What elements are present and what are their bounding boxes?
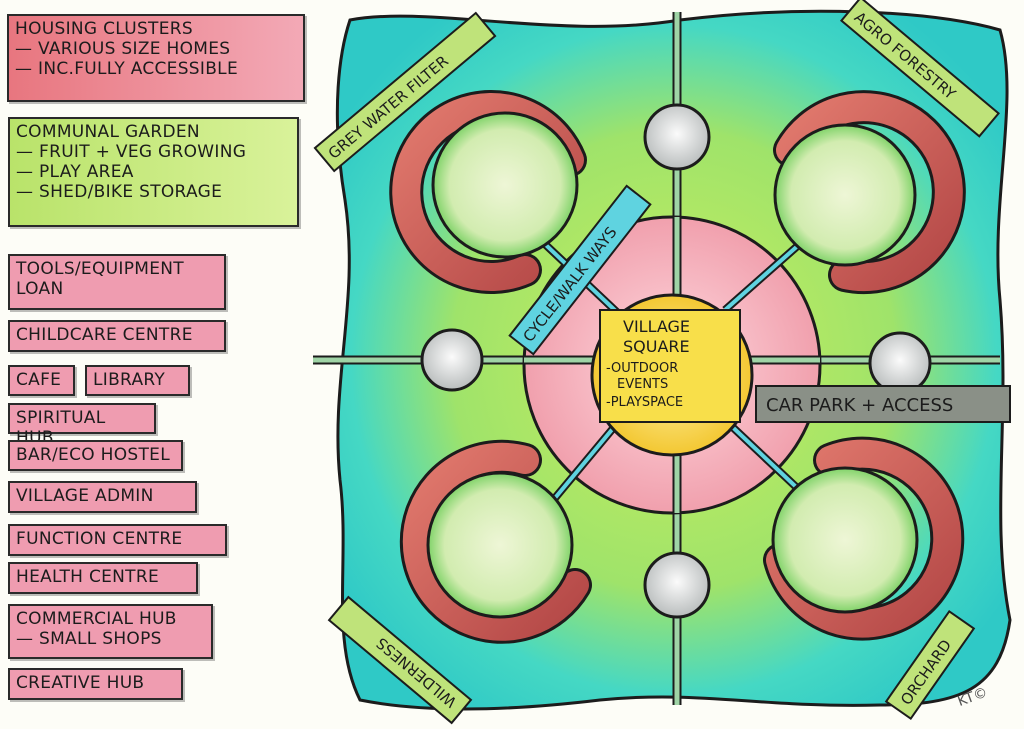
- legend-spiritual-hub: Spiritual Hub: [8, 403, 156, 448]
- legend-creative-hub: Creative Hub: [8, 668, 183, 700]
- housing-line-2: — Inc.Fully Accessible: [15, 59, 238, 79]
- village-line-2: Events: [617, 377, 668, 392]
- communal-line-3: — Shed/Bike Storage: [16, 182, 223, 202]
- village-line-3: -Playspace: [606, 395, 683, 410]
- legend-function-centre: Function Centre: [8, 524, 227, 556]
- village-title-1: Village: [623, 317, 690, 336]
- car-park-label: Car Park + Access: [766, 395, 953, 416]
- legend-communal-garden: Communal Garden — Fruit + Veg Growing — …: [8, 117, 299, 227]
- village-title-2: Square: [623, 337, 690, 356]
- legend-library: Library: [85, 365, 190, 396]
- cluster-top-right: [773, 90, 966, 295]
- commercial-line-1: — Small Shops: [16, 629, 162, 649]
- legend-village-admin: Village Admin: [8, 481, 197, 513]
- tools-line-1: Tools/Equipment: [16, 259, 184, 279]
- communal-line-1: — Fruit + Veg Growing: [16, 142, 247, 162]
- legend-bar-eco-hostel: Bar/Eco Hostel: [8, 440, 183, 471]
- legend-childcare: Childcare Centre: [8, 320, 226, 352]
- cluster-bottom-left: [399, 439, 592, 644]
- legend-tools-equipment: Tools/Equipment Loan: [8, 254, 226, 310]
- cluster-top-left: [389, 90, 587, 294]
- legend-health-centre: Health Centre: [8, 562, 198, 594]
- tools-line-2: Loan: [16, 279, 64, 299]
- commercial-title: Commercial Hub: [16, 609, 177, 629]
- communal-title: Communal Garden: [16, 122, 200, 142]
- communal-line-2: — Play Area: [16, 162, 134, 182]
- village-line-1: -Outdoor: [606, 361, 678, 376]
- legend-housing-clusters: Housing Clusters — Various Size Homes — …: [7, 14, 305, 102]
- housing-title: Housing Clusters: [15, 19, 193, 39]
- legend-commercial-hub: Commercial Hub — Small Shops: [8, 604, 213, 659]
- housing-line-1: — Various Size Homes: [15, 39, 231, 59]
- legend-cafe: Cafe: [8, 365, 75, 396]
- cluster-bottom-right: [763, 436, 965, 641]
